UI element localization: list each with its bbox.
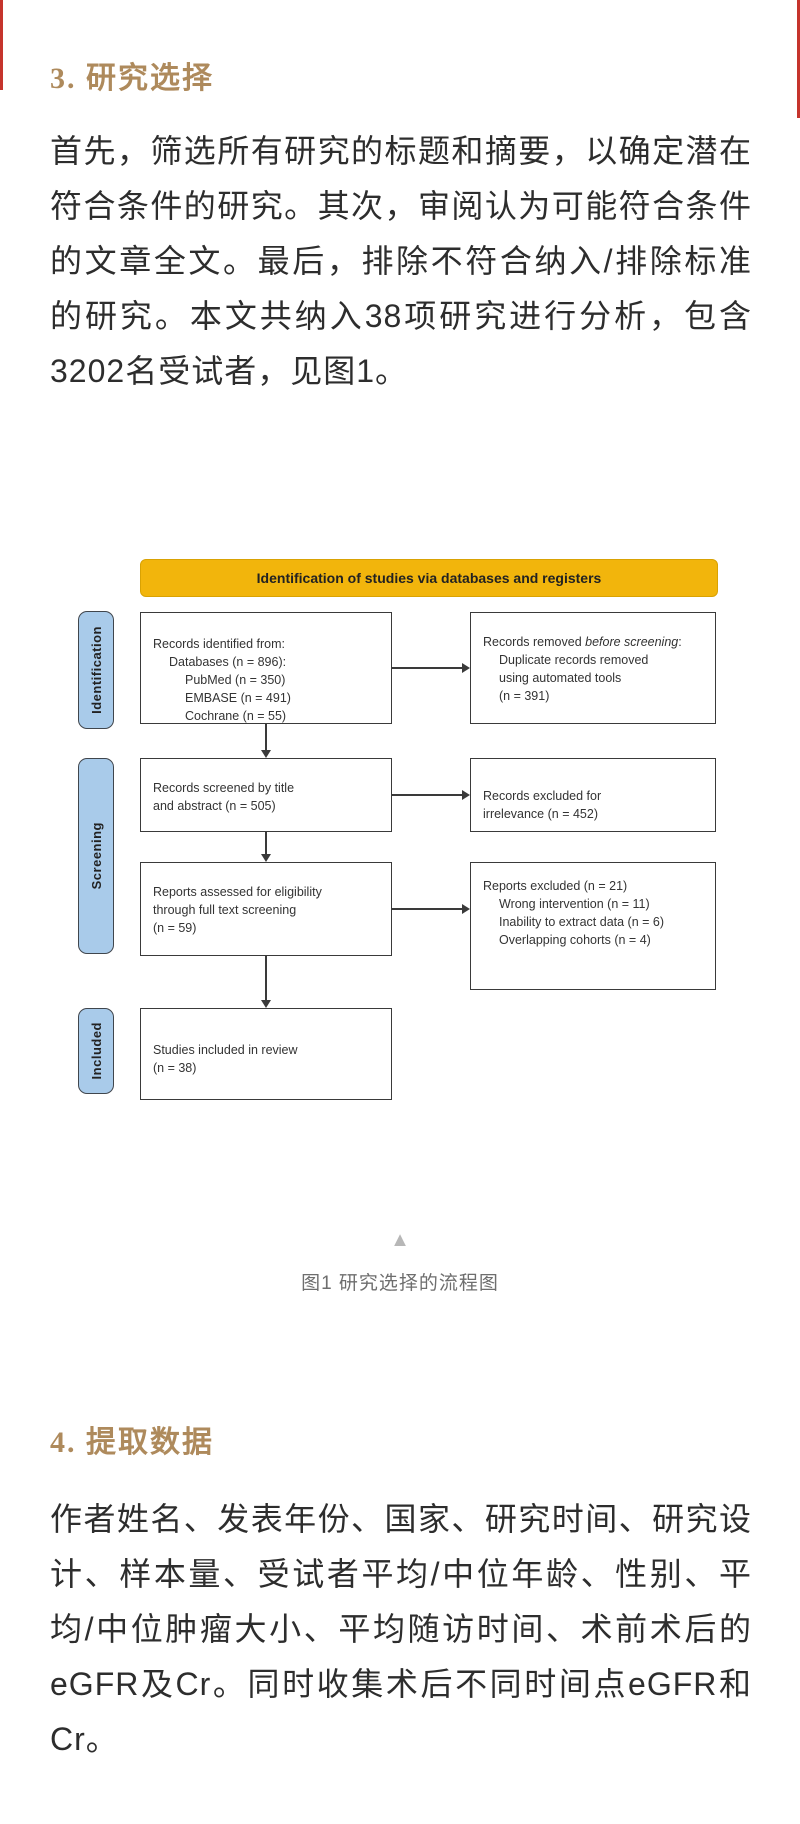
flow-text-line: (n = 59) [153,921,197,935]
flow-text-line: using automated tools [499,671,622,685]
flow-text-line: PubMed (n = 350) [185,673,286,687]
arrow-right-head-3 [462,904,470,914]
arrow-right-head-1 [462,663,470,673]
flow-text-line: Records excluded for [483,789,602,803]
arrow-down-line-2 [265,832,267,855]
flow-text-line: Cochrane (n = 55) [185,709,287,723]
flow-text-line: EMBASE (n = 491) [185,691,291,705]
flow-text-line: Overlapping cohorts (n = 4) [499,933,651,947]
flow-text-line: Inability to extract data (n = 6) [499,915,665,929]
stage-label-screening-text: Screening [88,822,104,890]
flow-box-records-identified: Records identified from: Databases (n = … [140,612,392,724]
flow-box-studies-included: Studies included in review (n = 38) [140,1008,392,1100]
collapse-triangle-icon: ▲ [390,1229,410,1251]
arrow-down-head-3 [261,1000,271,1008]
stage-label-included: Included [78,1008,114,1094]
paragraph-study-selection: 首先，筛选所有研究的标题和摘要，以确定潜在符合条件的研究。其次，审阅认为可能符合… [50,133,752,389]
flow-text-line: Studies included in review [153,1043,298,1057]
arrow-right-line-1 [392,667,462,669]
flow-text-line: through full text screening [153,903,297,917]
page-edge-tick-left [0,0,3,90]
flow-text-line: (n = 38) [153,1061,197,1075]
stage-label-included-text: Included [88,1022,104,1080]
page-edge-tick-right [797,0,800,118]
flow-box-records-removed: Records removed before screening: Duplic… [470,612,716,724]
flow-text-line: Duplicate records removed [499,653,649,667]
flow-text-line: irrelevance (n = 452) [483,807,598,821]
arrow-down-head-2 [261,854,271,862]
figure-caption: 图1 研究选择的流程图 [301,1273,499,1294]
flow-text-line: Records identified from: [153,637,286,651]
flow-text-line: Records removed before screening: [483,635,682,649]
flow-text-line: (n = 391) [499,689,550,703]
stage-label-identification-text: Identification [88,626,104,714]
section-heading-study-selection: 3. 研究选择 [50,61,214,95]
arrow-down-line-3 [265,956,267,1001]
section-heading-data-extraction: 4. 提取数据 [50,1425,214,1459]
paragraph-data-extraction: 作者姓名、发表年份、国家、研究时间、研究设计、样本量、受试者平均/中位年龄、性别… [50,1501,752,1757]
arrow-right-line-3 [392,908,462,910]
arrow-down-head-1 [261,750,271,758]
diagram-banner: Identification of studies via databases … [140,559,718,597]
stage-label-identification: Identification [78,611,114,729]
flow-box-reports-assessed: Reports assessed for eligibility through… [140,862,392,956]
flow-text-line: Wrong intervention (n = 11) [499,897,650,911]
flow-box-records-screened: Records screened by title and abstract (… [140,758,392,832]
arrow-right-line-2 [392,794,462,796]
flow-box-reports-excluded: Reports excluded (n = 21) Wrong interven… [470,862,716,990]
flow-text-line: Databases (n = 896): [169,655,287,669]
prisma-flow-diagram: Identification of studies via databases … [75,555,720,1115]
flow-text-line: Reports excluded (n = 21) [483,879,628,893]
flow-box-records-excluded: Records excluded for irrelevance (n = 45… [470,758,716,832]
flow-text-line: Records screened by title [153,781,295,795]
flow-text-line: Reports assessed for eligibility [153,885,322,899]
stage-label-screening: Screening [78,758,114,954]
arrow-right-head-2 [462,790,470,800]
arrow-down-line-1 [265,724,267,751]
flow-text-line: and abstract (n = 505) [153,799,276,813]
